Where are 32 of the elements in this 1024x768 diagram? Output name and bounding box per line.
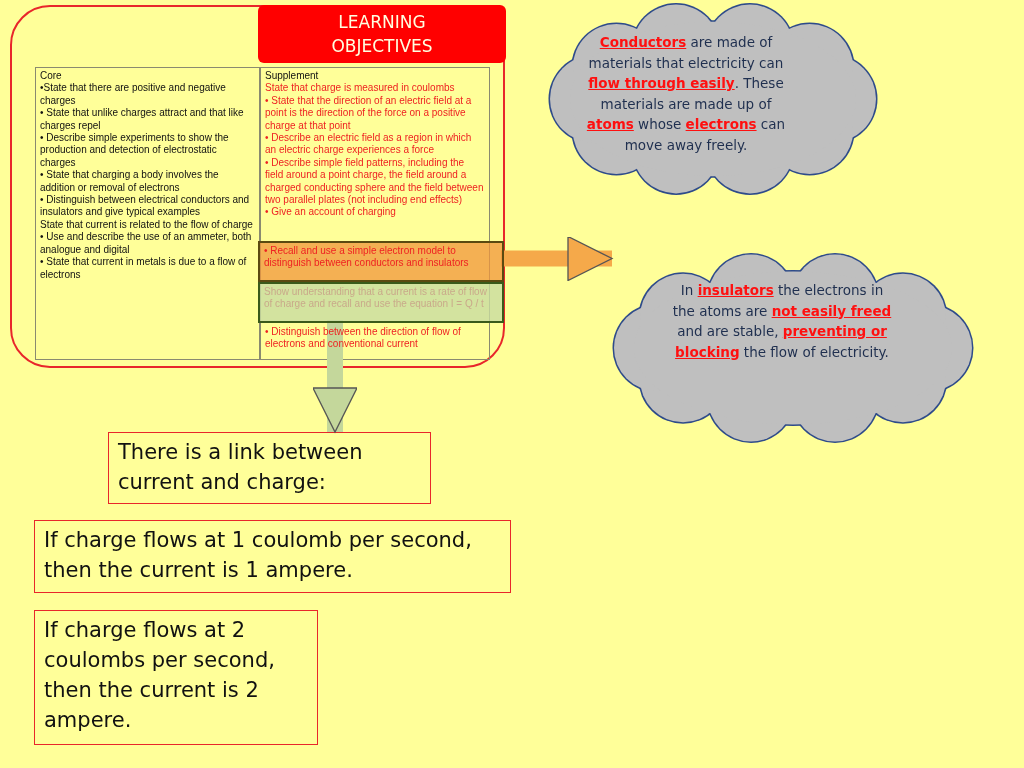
objective-text: • Give an account of charging (265, 206, 397, 219)
objective-text: • Describe simple experiments to show the production and detection of electrostatic charges (40, 132, 230, 170)
block-arrow (312, 320, 358, 433)
objective-text: • State that unlike charges attract and that like charges repel (40, 107, 245, 133)
objective-text: State that charge is measured in coulombs (265, 82, 456, 95)
text-box (108, 432, 431, 504)
highlight-box (258, 282, 504, 323)
objective-text: •State that there are positive and negative charges (40, 82, 227, 108)
statement-text: If charge flows at 1 coulomb per second, then the current is 1 ampere. (44, 527, 473, 584)
objective-text: • Describe simple field patterns, including the field around a point charge, the field around a charged conducting sphere and the field between two parallel plates (not including end effects) (265, 156, 485, 207)
objective-text: • State that current in metals is due to a flow of electrons (40, 256, 248, 281)
statement-text: If charge flows at 2 coulombs per second, then the current is 2 ampere. (44, 617, 276, 734)
statement-text: There is a link between current and charge: (118, 439, 364, 496)
objective-text: • Recall and use a simple electron model to distinguish between conductors and insulators (264, 245, 470, 270)
objective-text: • State that the direction of an electric field at a point is the direction of the force on a positive charge at that point (265, 94, 473, 133)
objectives-panel (10, 5, 505, 368)
objective-text: State that current is related to the flow of charge (40, 218, 254, 232)
objective-text: • Use and describe the use of an ammeter, both analogue and digital (40, 231, 253, 257)
objectives-heading: LEARNING OBJECTIVES (258, 5, 506, 63)
objective-text: • Distinguish between the direction of flow of electrons and conventional current (265, 326, 462, 351)
cloud-text: Conductors are made of materials that electricity can flow through easily. These materials are made up of atoms whose electrons can move away freely. (585, 33, 787, 155)
highlight-box (258, 241, 504, 282)
objective-text: • State that charging a body involves the addition or removal of electrons (40, 169, 220, 195)
text-box (34, 610, 318, 745)
objective-text: • Describe an electric field as a region in which an electric charge experiences a force (265, 132, 473, 157)
cloud-text: In insulators the electrons in the atoms are not easily freed and are stable, preventing or blocking the flow of electricity. (672, 281, 892, 362)
objectives-column (35, 67, 260, 360)
column-heading: Supplement (265, 70, 320, 83)
block-arrow (501, 235, 613, 282)
objective-text: • Distinguish between electrical conductors and insulators and give typical examples (40, 194, 251, 219)
column-heading: Core (40, 70, 63, 83)
text-box (34, 520, 511, 593)
